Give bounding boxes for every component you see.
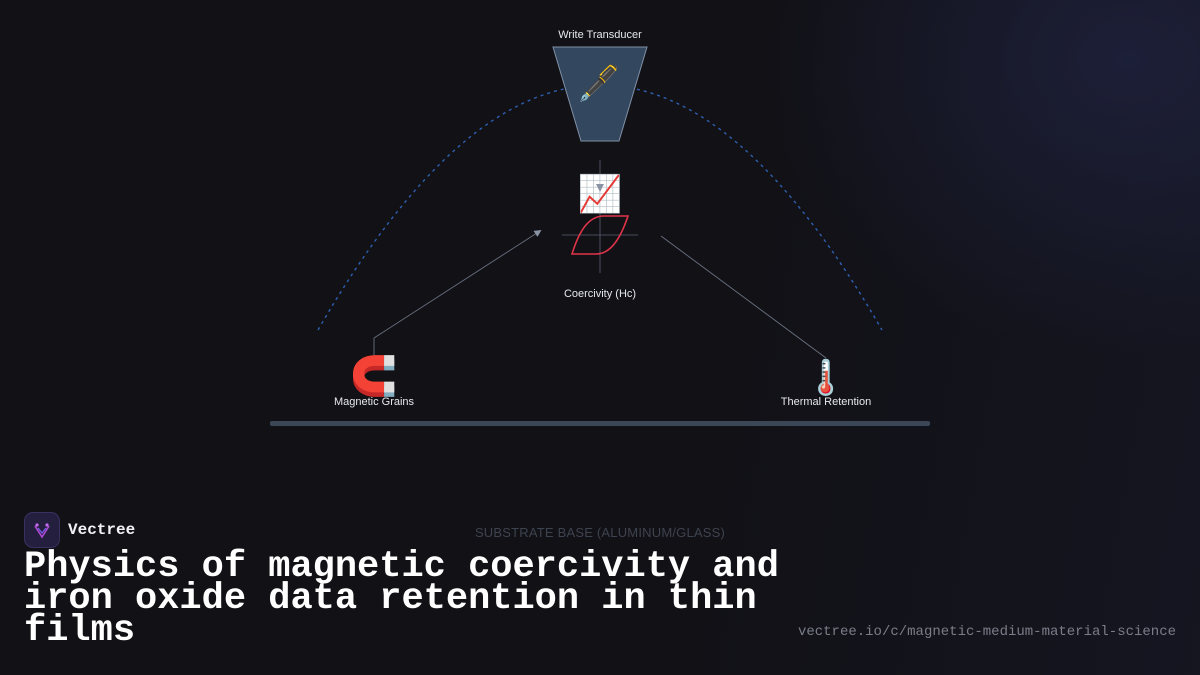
magnet-icon: 🧲 [350,354,397,398]
coercivity-label: Coercivity (Hc) [564,288,636,300]
thermometer-icon: 🌡️ [805,358,847,398]
brand-name: Vectree [68,521,136,539]
chart-increasing-icon: 📈 [578,173,623,215]
connector-coercivity-to-thermal [660,235,827,359]
coercivity-node: 📈 Coercivity (Hc) [562,160,638,300]
pen-icon: 🖋️ [578,64,620,104]
substrate-base [270,421,930,426]
brand[interactable]: Vectree [24,512,135,548]
write-transducer-node: Write Transducer 🖋️ [552,29,648,142]
source-url[interactable]: vectree.io/c/magnetic-medium-material-sc… [797,624,1176,640]
connector-grains-to-coercivity [373,230,542,339]
hysteresis-arrow-icon [596,184,604,192]
thermal-retention-node: 🌡️ Thermal Retention [781,358,872,408]
page-title: Physics of magnetic coercivity and iron … [24,546,779,652]
hysteresis-loop [570,215,630,255]
write-transducer-head [552,46,648,142]
vectree-logo-icon [24,512,60,548]
thermal-retention-label: Thermal Retention [781,396,872,408]
magnetic-grains-label: Magnetic Grains [334,396,415,408]
magnetic-grains-node: 🧲 Magnetic Grains [334,354,415,408]
substrate-label: SUBSTRATE BASE (ALUMINUM/GLASS) [475,525,725,540]
write-transducer-label: Write Transducer [558,29,642,41]
